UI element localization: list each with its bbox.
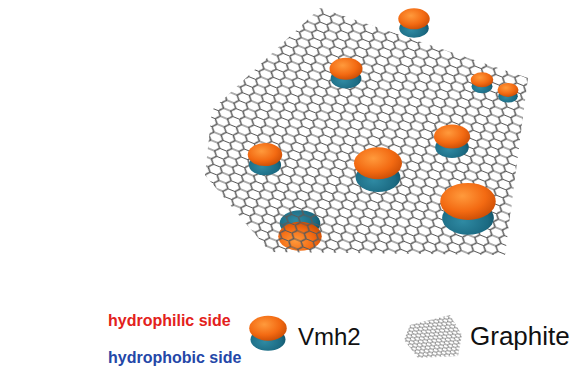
graphite-legend-icon: [404, 315, 462, 358]
hydrophilic-legend-text: hydrophilic side: [108, 312, 231, 330]
vmh2-proteins: [248, 8, 519, 234]
vmh2-legend-icon: [249, 316, 287, 351]
vmh2-legend-text: Vmh2: [298, 324, 361, 350]
graphite-sheet: [205, 8, 528, 255]
graphite-legend-text: Graphite: [470, 322, 570, 351]
hydrophobic-legend-text: hydrophobic side: [108, 349, 241, 367]
